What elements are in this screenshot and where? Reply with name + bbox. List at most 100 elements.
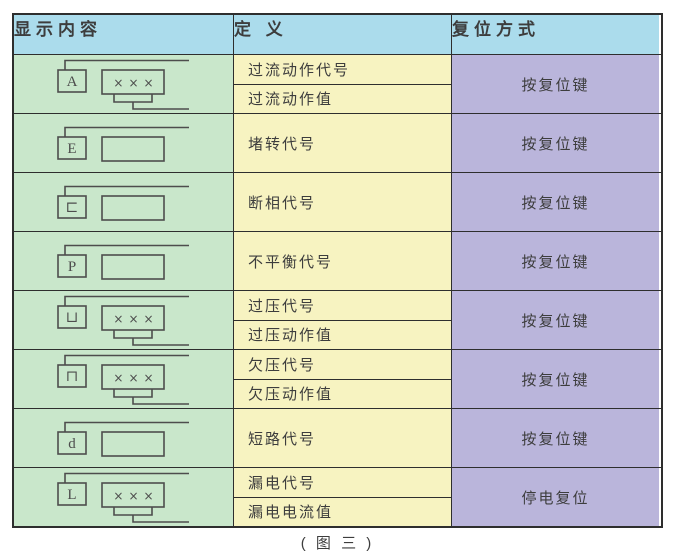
definition-cell: 漏电代号漏电电流值 xyxy=(233,468,451,526)
code-letter: ⊓ xyxy=(66,369,79,385)
code-letter: L xyxy=(67,487,76,503)
display-content-cell: ⊏ xyxy=(14,173,233,231)
code-letter-box xyxy=(57,431,87,455)
top-lead-line xyxy=(64,244,189,255)
table-row: d 短路代号 按复位键 xyxy=(14,408,661,467)
bottom-bracket xyxy=(113,94,153,103)
definition-text: 欠压动作值 xyxy=(234,378,451,409)
bottom-lead-line xyxy=(132,397,189,405)
definition-cell: 不平衡代号 xyxy=(233,232,451,290)
reset-method-cell: 按复位键 xyxy=(451,114,659,172)
display-layout-icon: ⊏ xyxy=(57,185,189,221)
definition-cell: 短路代号 xyxy=(233,409,451,467)
definition-text: 过压动作值 xyxy=(234,319,451,350)
reset-method-cell: 停电复位 xyxy=(451,468,659,526)
code-letter: d xyxy=(68,436,76,452)
reset-method-text: 按复位键 xyxy=(521,194,590,212)
display-content-cell: ⊓ ××× xyxy=(14,350,233,408)
reset-method-text: 按复位键 xyxy=(521,253,590,271)
reset-method-cell: 按复位键 xyxy=(451,350,659,408)
table-row: ⊏ 断相代号 按复位键 xyxy=(14,172,661,231)
top-lead-line xyxy=(64,185,189,196)
code-letter: A xyxy=(67,74,78,90)
definition-text: 断相代号 xyxy=(248,194,317,212)
code-letter: E xyxy=(67,141,76,157)
reset-method-text: 按复位键 xyxy=(521,371,590,389)
display-content-cell: A ××× xyxy=(14,55,233,113)
display-content-cell: P xyxy=(14,232,233,290)
table-row: ⊔ ××× 过压代号过压动作值 按复位键 xyxy=(14,290,661,349)
reset-method-text: 停电复位 xyxy=(521,489,590,507)
top-lead-line xyxy=(64,295,189,306)
bottom-lead-line xyxy=(132,338,189,346)
bottom-bracket xyxy=(113,507,153,516)
reset-method-cell: 按复位键 xyxy=(451,232,659,290)
bottom-bracket xyxy=(113,389,153,398)
definition-cell: 堵转代号 xyxy=(233,114,451,172)
code-letter-box xyxy=(57,69,87,93)
table-row: E 堵转代号 按复位键 xyxy=(14,113,661,172)
display-layout-icon: L ××× xyxy=(57,472,189,523)
column-header-reset-method: 复位方式 xyxy=(451,15,659,54)
table-row: ⊓ ××× 欠压代号欠压动作值 按复位键 xyxy=(14,349,661,408)
definition-text: 欠压代号 xyxy=(248,356,317,374)
definition-cell: 过流动作代号过流动作值 xyxy=(233,55,451,113)
display-content-cell: L ××× xyxy=(14,468,233,526)
bottom-lead-line xyxy=(132,515,189,523)
definition-text: 短路代号 xyxy=(248,430,317,448)
code-letter-box xyxy=(57,482,87,506)
display-layout-icon: ⊔ ××× xyxy=(57,295,189,346)
code-letter: ⊔ xyxy=(66,310,79,326)
top-lead-line xyxy=(64,59,189,70)
value-display-box xyxy=(101,482,165,508)
top-lead-line xyxy=(64,126,189,137)
definition-text: 过流动作值 xyxy=(234,83,451,114)
display-layout-icon: d xyxy=(57,421,189,457)
table-header-row: 显示内容 定 义 复位方式 xyxy=(14,15,661,54)
definition-text: 漏电电流值 xyxy=(234,496,451,527)
value-display-box xyxy=(101,136,165,162)
display-content-cell: E xyxy=(14,114,233,172)
code-letter-box xyxy=(57,305,87,329)
value-display-box xyxy=(101,305,165,331)
table-row: L ××× 漏电代号漏电电流值 停电复位 xyxy=(14,467,661,526)
definition-cell: 过压代号过压动作值 xyxy=(233,291,451,349)
display-layout-icon: ⊓ ××× xyxy=(57,354,189,405)
column-header-definition: 定 义 xyxy=(233,15,451,54)
value-display-box xyxy=(101,195,165,221)
value-placeholder: ××× xyxy=(113,489,158,503)
value-display-box xyxy=(101,69,165,95)
reset-method-text: 按复位键 xyxy=(521,135,590,153)
value-placeholder: ××× xyxy=(113,312,158,326)
code-letter: ⊏ xyxy=(66,200,79,216)
value-display-box xyxy=(101,254,165,280)
figure-caption: ( 图 三 ) xyxy=(300,535,375,552)
code-letter-box xyxy=(57,195,87,219)
definition-text: 堵转代号 xyxy=(248,135,317,153)
table-row: A ××× 过流动作代号过流动作值按复位键 xyxy=(14,54,661,113)
code-letter-box xyxy=(57,136,87,160)
code-letter-box xyxy=(57,254,87,278)
bottom-lead-line xyxy=(132,102,189,110)
value-placeholder: ××× xyxy=(113,76,158,90)
reset-method-cell: 按复位键 xyxy=(451,291,659,349)
definition-cell: 欠压代号欠压动作值 xyxy=(233,350,451,408)
top-lead-line xyxy=(64,354,189,365)
reset-method-cell: 按复位键 xyxy=(451,173,659,231)
code-letter-box xyxy=(57,364,87,388)
reset-method-text: 按复位键 xyxy=(521,312,590,330)
reset-method-cell: 按复位键 xyxy=(451,409,659,467)
definition-text: 过流动作代号 xyxy=(248,61,351,79)
top-lead-line xyxy=(64,472,189,483)
value-display-box xyxy=(101,364,165,390)
reset-method-cell: 按复位键 xyxy=(451,55,659,113)
definition-cell: 断相代号 xyxy=(233,173,451,231)
definition-text: 不平衡代号 xyxy=(248,253,334,271)
value-placeholder: ××× xyxy=(113,371,158,385)
definition-text: 过压代号 xyxy=(248,297,317,315)
top-lead-line xyxy=(64,421,189,432)
display-content-cell: d xyxy=(14,409,233,467)
code-letter: P xyxy=(68,259,76,275)
